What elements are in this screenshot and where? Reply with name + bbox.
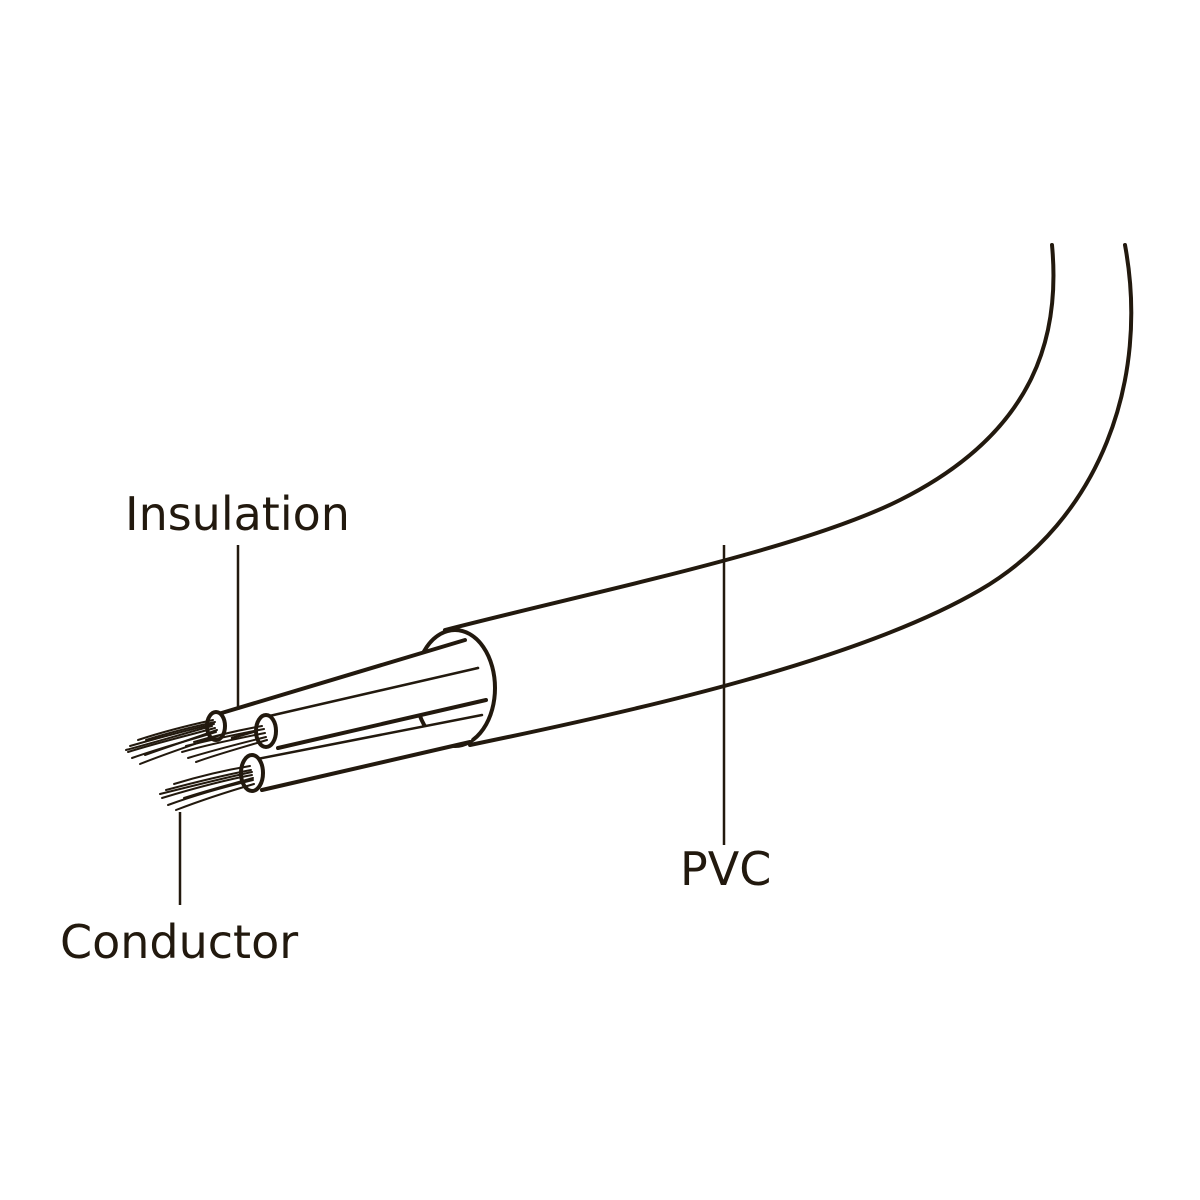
upper-wire-top-edge [213, 638, 467, 717]
lower-wire-top-edge [250, 713, 484, 762]
middle-wire-top-edge [263, 666, 480, 719]
pvc-jacket [413, 243, 1134, 748]
lower-wire-bottom-edge [260, 740, 472, 792]
insulated-wires [205, 638, 488, 793]
conductor-label: Conductor [60, 915, 298, 969]
middle-wire-bottom-edge [276, 698, 488, 750]
pvc-jacket-upper-edge [443, 243, 1056, 632]
insulation-label: Insulation [125, 487, 350, 541]
upper-strand-bundle [125, 719, 219, 765]
middle-strand-bundle [181, 725, 268, 763]
pvc-label: PVC [680, 842, 771, 896]
pvc-jacket-lower-edge [468, 243, 1134, 747]
conductor-strands [125, 719, 268, 811]
lower-strand-bundle [159, 765, 255, 811]
